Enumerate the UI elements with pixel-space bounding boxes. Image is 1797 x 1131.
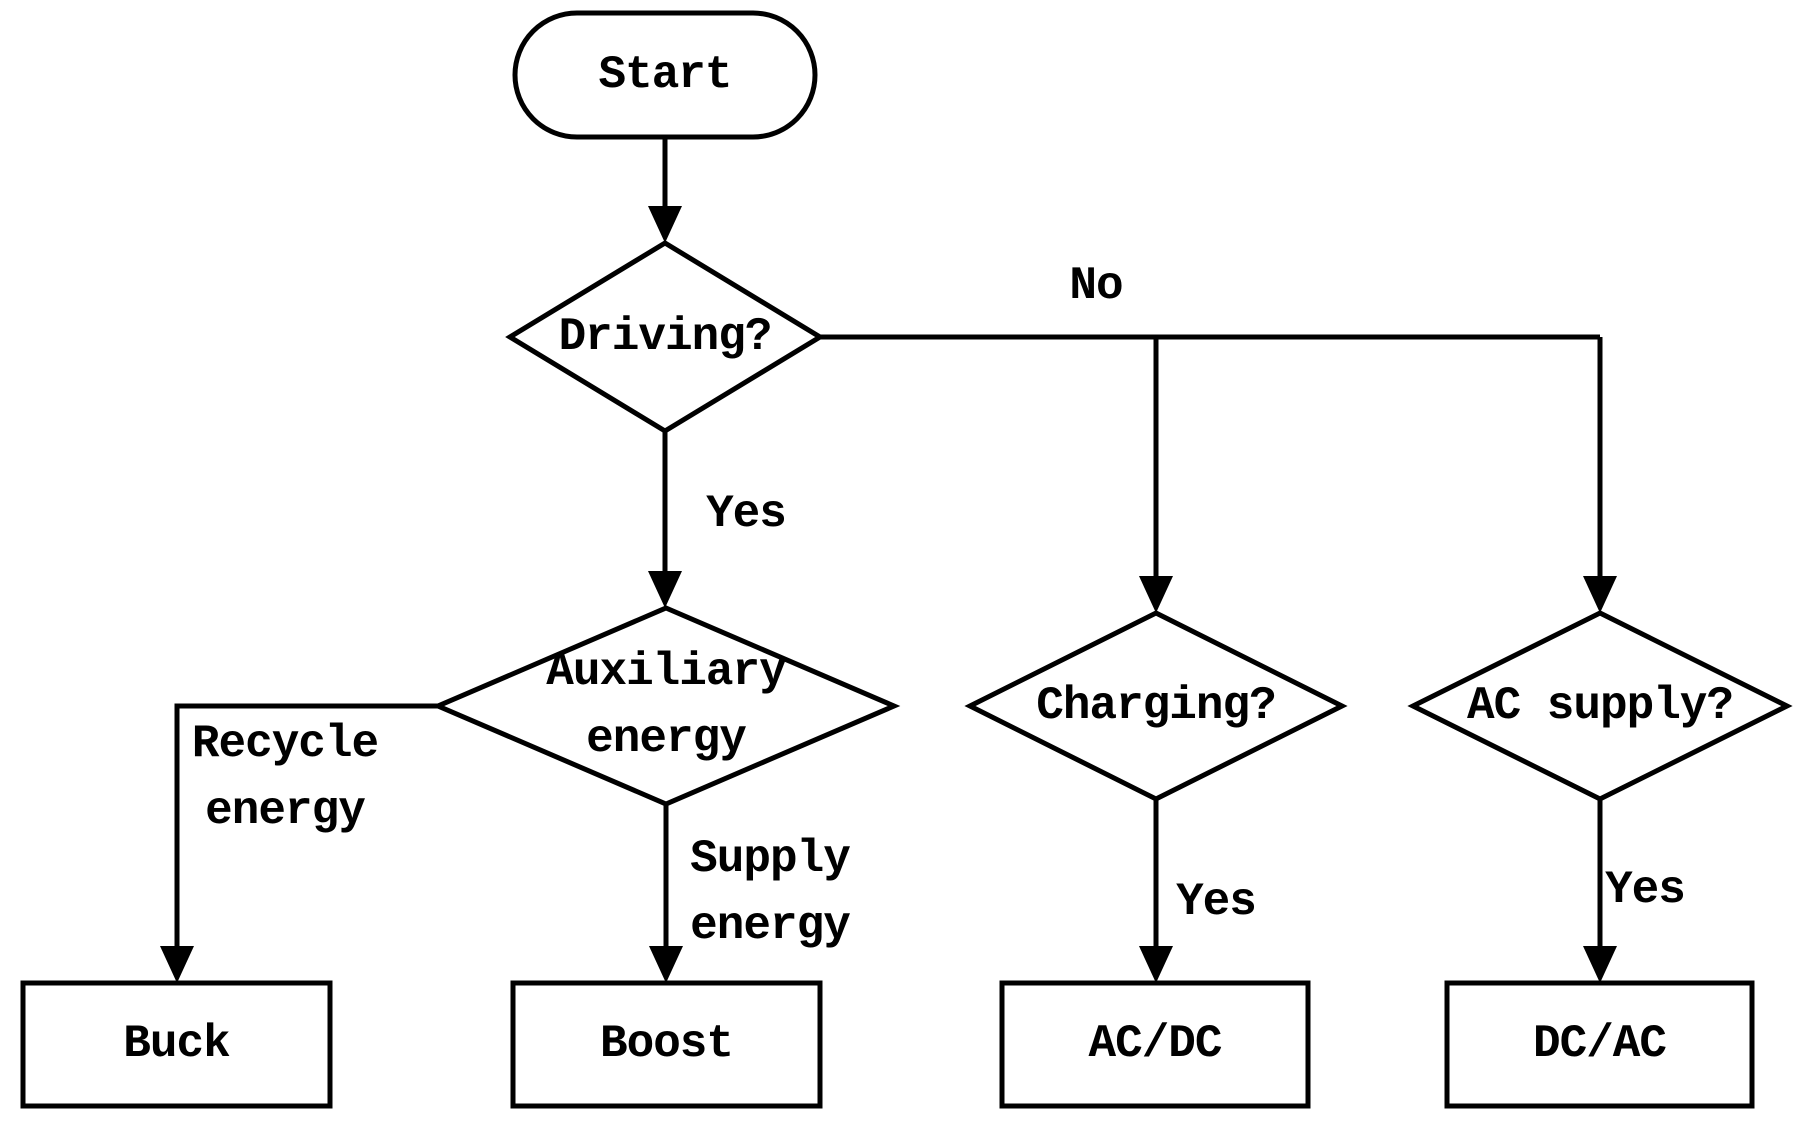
arrowhead-yes-to-dc-ac (1583, 946, 1617, 983)
arrowhead-yes-to-auxiliary (648, 571, 682, 608)
driving-node-label: Driving? (558, 310, 773, 363)
edge-label-supply-energy: Supply energy (690, 833, 851, 952)
ac-dc-process-shape (999, 980, 1311, 1109)
ac-supply-node-label: AC supply? (1466, 679, 1734, 732)
buck-node-label: Buck (123, 1018, 230, 1071)
ac-dc-node-label: AC/DC (1088, 1018, 1222, 1071)
edge-label-yes-ac-supply: Yes (1605, 863, 1686, 916)
dc-ac-process-shape (1444, 980, 1755, 1109)
boost-node-label: Boost (599, 1018, 734, 1071)
edge-label-no: No (1069, 259, 1123, 312)
buck-process-shape (20, 980, 333, 1109)
dc-ac-node-label: DC/AC (1532, 1018, 1667, 1071)
arrowhead-start-to-driving (648, 206, 682, 243)
charging-node-label: Charging? (1036, 679, 1276, 732)
edge-label-recycle-energy: Recycle energy (191, 718, 379, 837)
arrowhead-no-to-ac-supply (1583, 576, 1617, 613)
arrowhead-no-to-charging (1139, 576, 1173, 613)
edge-label-yes-charging: Yes (1176, 875, 1257, 928)
edge-label-yes-driving: Yes (706, 487, 787, 540)
arrowhead-yes-to-ac-dc (1139, 946, 1173, 983)
boost-process-shape (510, 980, 823, 1109)
auxiliary-energy-node-label: Auxiliary energy (546, 646, 786, 765)
arrowhead-recycle-to-buck (160, 946, 194, 983)
arrowhead-supply-to-boost (649, 946, 683, 983)
start-node-label: Start (598, 48, 732, 101)
edge-aux-recycle-line (174, 703, 438, 950)
